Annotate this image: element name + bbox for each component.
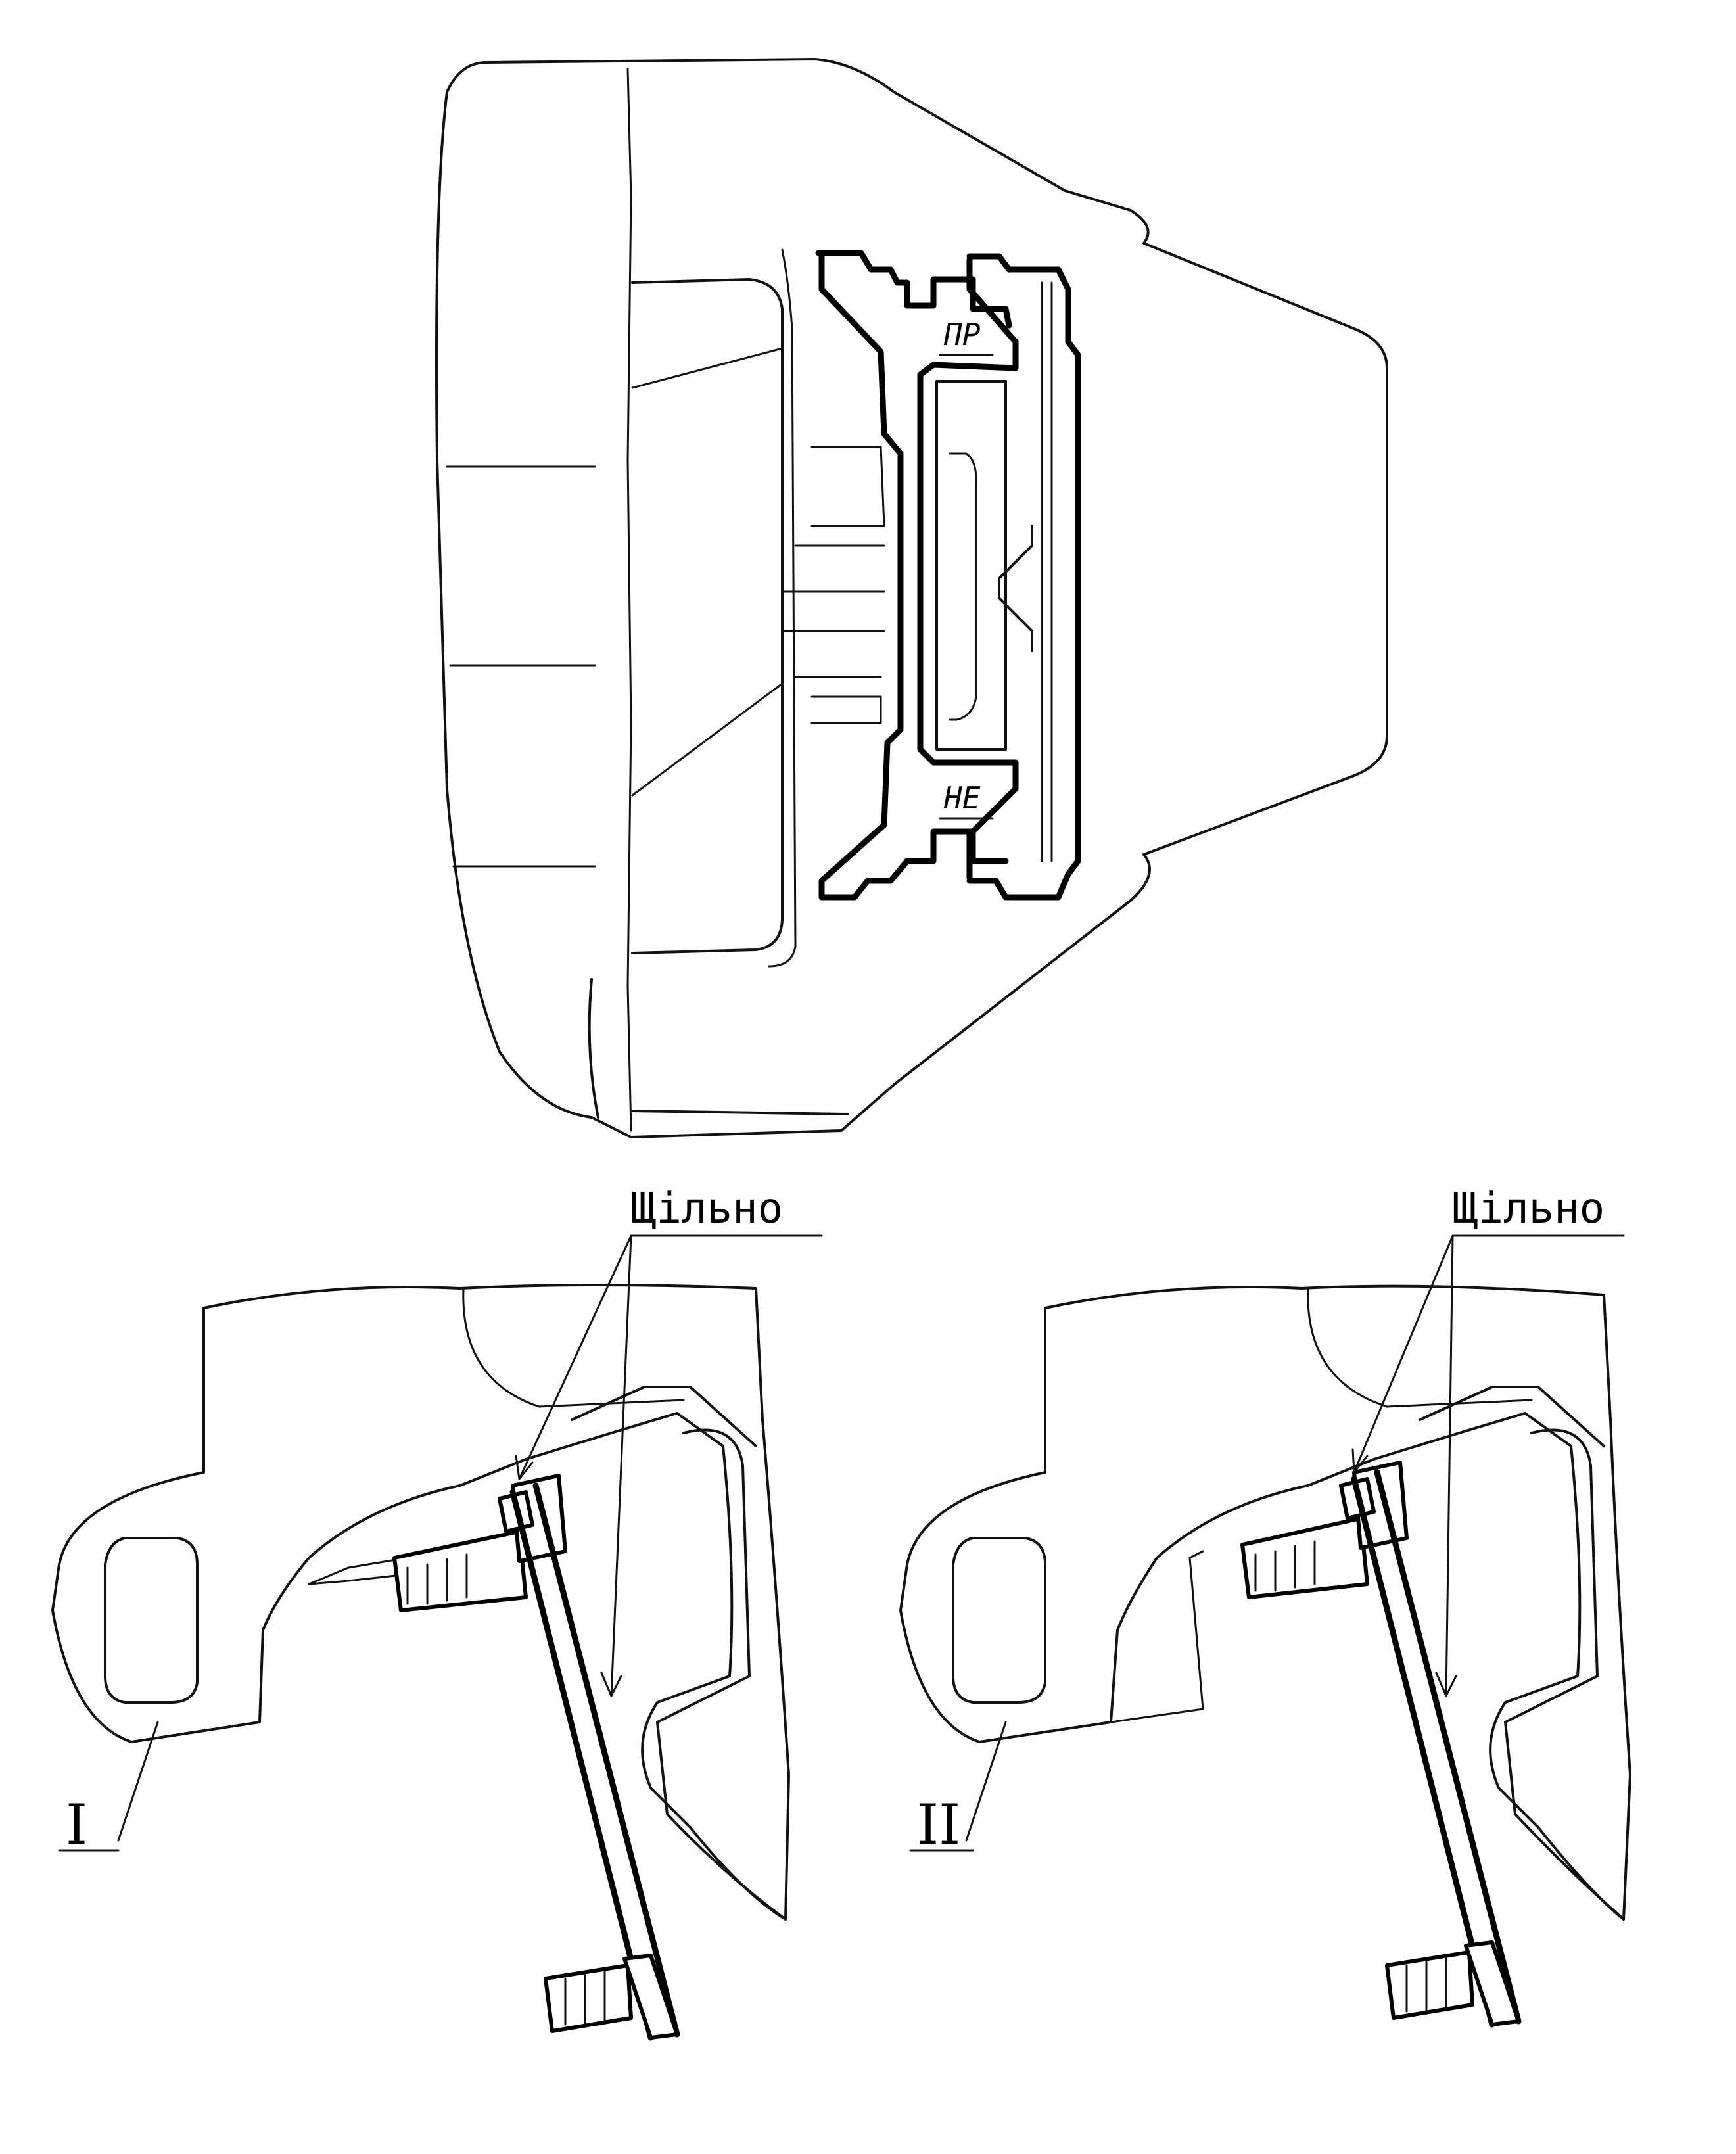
right-top-bump bbox=[1307, 1287, 1533, 1408]
gauge-left-profile bbox=[815, 250, 1012, 329]
right-leader-II bbox=[965, 1721, 1007, 1842]
gauge-insert bbox=[781, 250, 1081, 901]
left-top-bump bbox=[462, 1287, 685, 1408]
note-right: Щільно bbox=[1453, 1184, 1605, 1233]
gauge-left-boss-2 bbox=[781, 590, 885, 632]
gauge-rail-lines bbox=[1041, 281, 1053, 862]
top-body-outline bbox=[435, 58, 1388, 1138]
gauge-right-profile bbox=[966, 253, 1081, 901]
top-inner-cavity-2 bbox=[768, 248, 797, 968]
view-right: II Щільно bbox=[899, 1184, 1631, 2028]
gauge-inner-slot bbox=[949, 452, 977, 721]
right-step bbox=[1110, 1550, 1204, 1723]
left-arrow-1 bbox=[515, 1455, 534, 1480]
gauge-left-boss bbox=[794, 446, 885, 724]
gauge-left-rail bbox=[818, 253, 1009, 901]
left-rod bbox=[509, 1482, 680, 2041]
right-arrow-1 bbox=[1351, 1448, 1369, 1474]
right-note-leader-2 bbox=[1445, 1234, 1454, 1697]
left-note-leader-2 bbox=[610, 1234, 632, 1697]
gauge-right-inner bbox=[917, 256, 1019, 881]
right-arrow-2 bbox=[1435, 1672, 1457, 1697]
right-clamp-frame bbox=[1419, 1386, 1625, 1921]
top-parting-line bbox=[626, 68, 632, 1132]
view-right-label: II bbox=[917, 1792, 960, 1857]
note-left: Щільно bbox=[631, 1184, 783, 1233]
top-assembly: ПР НЕ bbox=[435, 58, 1388, 1138]
right-window bbox=[952, 1537, 1046, 1704]
left-window bbox=[104, 1537, 199, 1704]
mark-lower: НЕ bbox=[943, 780, 981, 816]
gauge-inner-bar bbox=[935, 380, 1007, 751]
right-note-leader-1 bbox=[1353, 1234, 1454, 1474]
view-left: I Щільно bbox=[51, 1184, 823, 2041]
right-rod bbox=[1351, 1469, 1522, 2028]
left-leader-I bbox=[117, 1721, 159, 1842]
gauge-v-notch bbox=[998, 525, 1033, 652]
left-lower-bolt bbox=[544, 1954, 679, 2040]
left-upper-bolt bbox=[392, 1474, 567, 1612]
top-inner-cavity bbox=[631, 278, 784, 954]
view-left-label: I bbox=[66, 1792, 87, 1857]
left-clamp-frame bbox=[571, 1386, 787, 1921]
left-note-leader-1 bbox=[518, 1234, 632, 1480]
mark-upper: ПР bbox=[943, 317, 981, 352]
top-diagonal-lower bbox=[631, 682, 784, 797]
left-arrow-2 bbox=[600, 1672, 622, 1697]
right-lower-bolt bbox=[1385, 1940, 1520, 2026]
top-diagonal-upper bbox=[631, 347, 784, 389]
top-lower-boss bbox=[588, 978, 849, 1119]
right-part-outline bbox=[899, 1284, 1631, 1921]
